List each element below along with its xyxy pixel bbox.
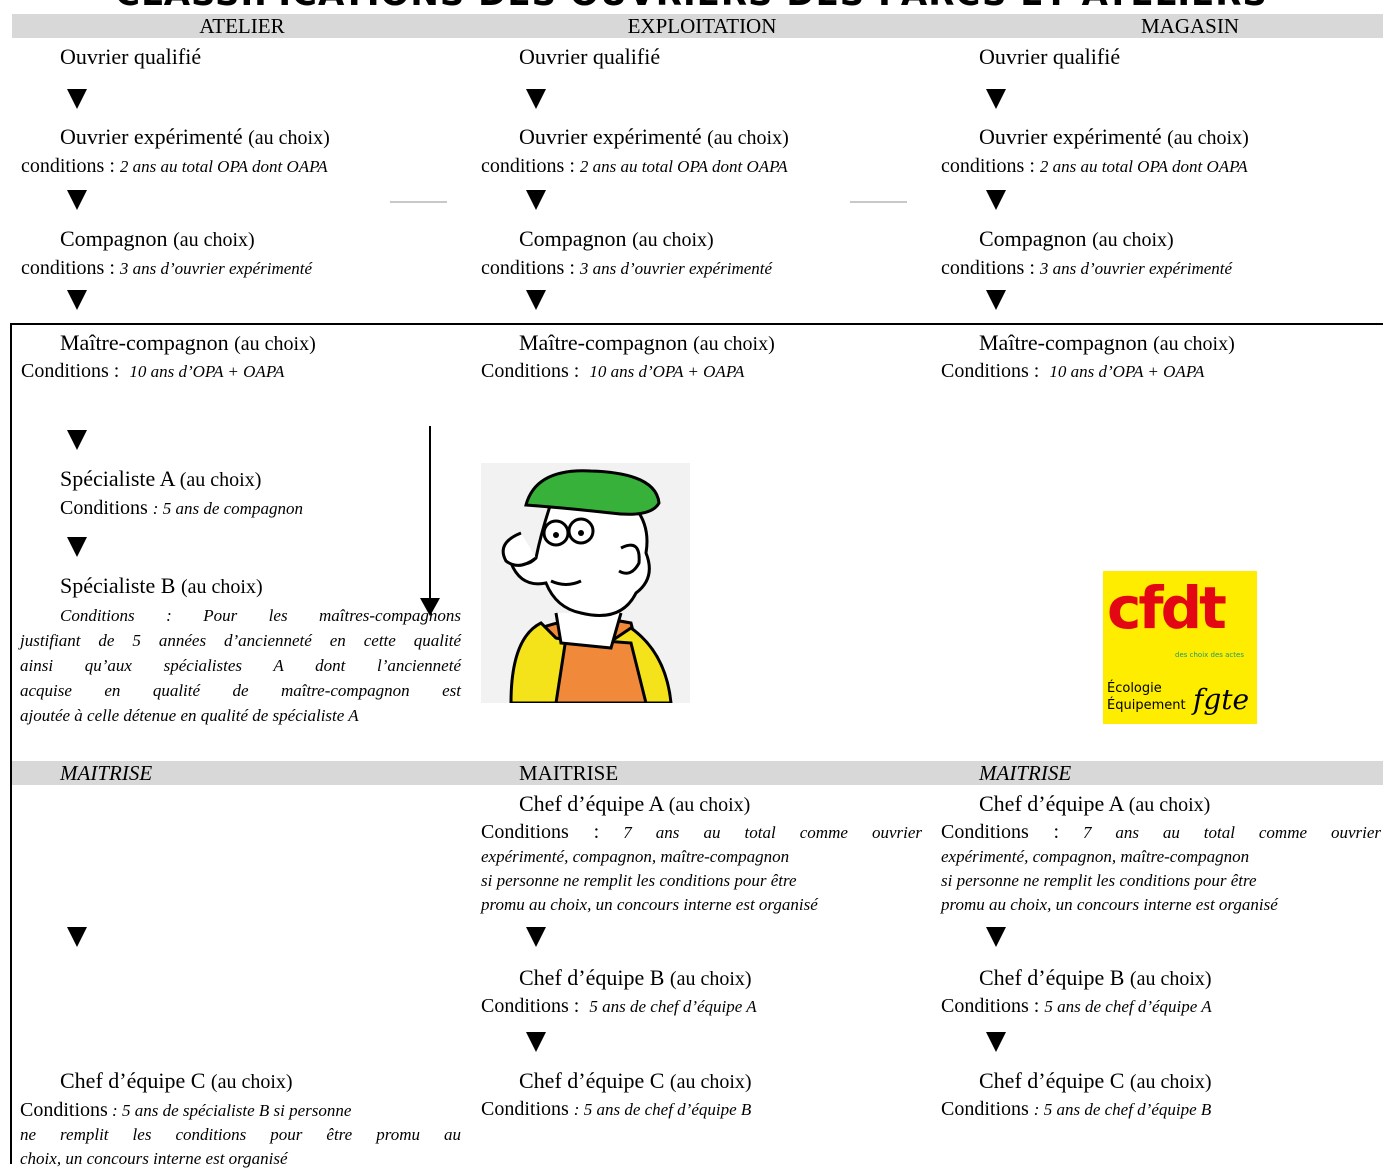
cfdt-logo: cfdt des choix des actes Écologie Équipe… [1103,571,1257,724]
atelier-specialiste-a: Spécialiste A (au choix) [60,466,262,491]
magasin-cond-chef-a: Conditions : 7 ans au total comme ouvrie… [941,821,1381,914]
arrow-down-icon [986,89,1006,109]
atelier-cond-comp: conditions : 3 ans d’ouvrier expérimenté [21,257,313,279]
atelier-cond-mc: Conditions : 10 ans d’OPA + OAPA [21,360,285,382]
cfdt-tagline: des choix des actes [1175,651,1244,659]
exploitation-cond-chef-a: Conditions : 7 ans au total comme ouvrie… [481,821,922,914]
exploitation-chef-c: Chef d’équipe C (au choix) [519,1068,752,1093]
atelier-cond-oe: conditions : 2 ans au total OPA dont OAP… [21,155,328,177]
magasin-cond-chef-c: Conditions : 5 ans de chef d’équipe B [941,1098,1212,1120]
atelier-compagnon: Compagnon (au choix) [60,226,255,251]
arrow-down-icon [986,1032,1006,1052]
exploitation-cond-comp: conditions : 3 ans d’ouvrier expérimenté [481,257,773,279]
arrow-down-icon [526,190,546,210]
exploitation-ouvrier-experimente: Ouvrier expérimenté (au choix) [519,124,789,149]
atelier-cond-spec-b: Conditions : Pour les maîtres-compagnons… [20,606,461,725]
cfdt-brand: cfdt [1107,574,1227,642]
separator [850,201,907,203]
exploitation-cond-oe: conditions : 2 ans au total OPA dont OAP… [481,155,788,177]
box-top-border [10,323,1383,325]
arrow-down-icon [67,537,87,557]
exploitation-cond-chef-c: Conditions : 5 ans de chef d’équipe B [481,1098,752,1120]
cartoon-worker-image [481,463,690,703]
arrow-down-icon [67,89,87,109]
arrow-down-icon [986,290,1006,310]
header-exploitation: EXPLOITATION [627,14,777,38]
arrow-down-icon [526,290,546,310]
cfdt-line1: Écologie [1107,681,1162,696]
atelier-maitre-compagnon: Maître-compagnon (au choix) [60,330,316,355]
magasin-maitre-compagnon: Maître-compagnon (au choix) [979,330,1235,355]
magasin-chef-c: Chef d’équipe C (au choix) [979,1068,1212,1093]
magasin-cond-comp: conditions : 3 ans d’ouvrier expérimenté [941,257,1233,279]
magasin-chef-a: Chef d’équipe A (au choix) [979,791,1211,816]
atelier-ouvrier-qualifie: Ouvrier qualifié [60,44,202,69]
exploitation-compagnon: Compagnon (au choix) [519,226,714,251]
magasin-chef-b: Chef d’équipe B (au choix) [979,965,1212,990]
exploitation-chef-b: Chef d’équipe B (au choix) [519,965,752,990]
page-title: CLASSIFICATIONS DES OUVRIERS DES PARCS E… [0,0,1383,14]
magasin-compagnon: Compagnon (au choix) [979,226,1174,251]
atelier-maitrise: MAITRISE [60,761,153,785]
atelier-cond-chef-c: Conditions : 5 ans de spécialiste B si p… [20,1099,461,1168]
exploitation-ouvrier-qualifie: Ouvrier qualifié [519,44,661,69]
arrow-down-icon [526,89,546,109]
atelier-chef-c: Chef d’équipe C (au choix) [60,1068,293,1093]
atelier-ouvrier-experimente: Ouvrier expérimenté (au choix) [60,124,330,149]
arrow-down-icon [420,598,440,616]
long-arrow-line [429,426,431,602]
magasin-maitrise: MAITRISE [979,761,1072,785]
arrow-down-icon [67,927,87,947]
atelier-cond-spec-a: Conditions : 5 ans de compagnon [60,497,303,519]
arrow-down-icon [67,430,87,450]
arrow-down-icon [986,190,1006,210]
magasin-ouvrier-experimente: Ouvrier expérimenté (au choix) [979,124,1249,149]
header-magasin: MAGASIN [1140,14,1239,38]
exploitation-maitrise: MAITRISE [519,761,619,785]
arrow-down-icon [67,290,87,310]
magasin-ouvrier-qualifie: Ouvrier qualifié [979,44,1121,69]
arrow-down-icon [67,190,87,210]
exploitation-cond-chef-b: Conditions : 5 ans de chef d’équipe A [481,995,757,1017]
maitrise-band [12,761,1383,785]
magasin-cond-chef-b: Conditions : 5 ans de chef d’équipe A [941,995,1212,1017]
header-band [12,14,1383,38]
exploitation-maitre-compagnon: Maître-compagnon (au choix) [519,330,775,355]
arrow-down-icon [526,927,546,947]
exploitation-cond-mc: Conditions : 10 ans d’OPA + OAPA [481,360,745,382]
cfdt-signature: fgte [1193,683,1250,716]
exploitation-chef-a: Chef d’équipe A (au choix) [519,791,751,816]
arrow-down-icon [526,1032,546,1052]
atelier-specialiste-b: Spécialiste B (au choix) [60,573,263,598]
header-atelier: ATELIER [199,14,285,38]
box-left-border [10,323,12,1164]
cfdt-line2: Équipement [1107,698,1186,713]
arrow-down-icon [986,927,1006,947]
magasin-cond-mc: Conditions : 10 ans d’OPA + OAPA [941,360,1205,382]
magasin-cond-oe: conditions : 2 ans au total OPA dont OAP… [941,155,1248,177]
separator [390,201,447,203]
